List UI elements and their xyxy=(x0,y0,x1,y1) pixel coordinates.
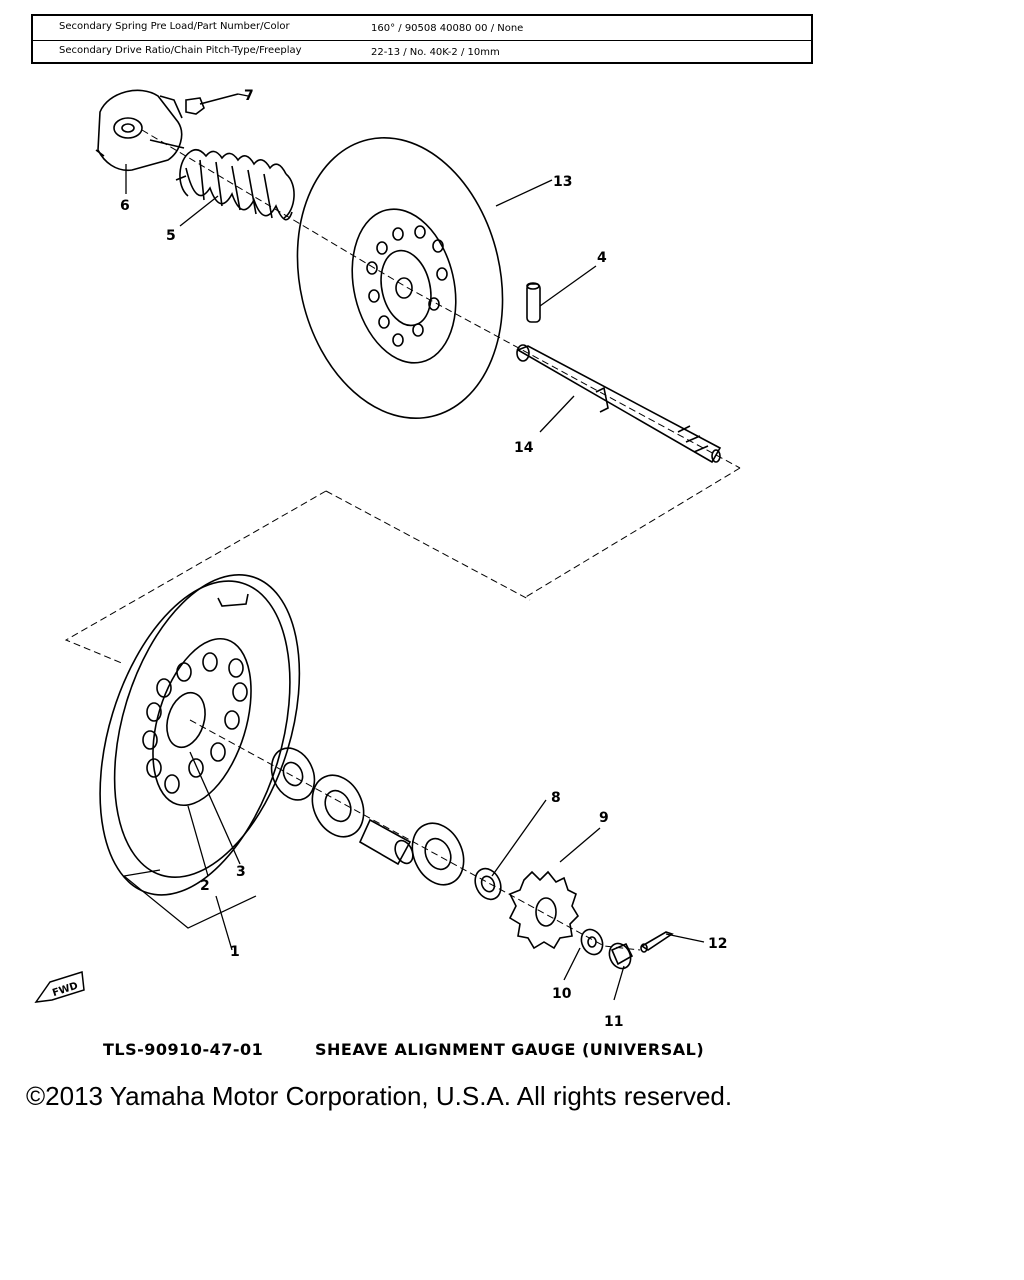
callout-10: 10 xyxy=(552,986,572,1002)
callout-7: 7 xyxy=(244,88,254,104)
spec-label: Secondary Drive Ratio/Chain Pitch-Type/F… xyxy=(59,45,302,56)
leader-lines xyxy=(125,93,705,1001)
coil-spring-part xyxy=(175,148,295,221)
callout-14: 14 xyxy=(514,440,534,456)
spacer-part xyxy=(358,818,414,866)
bearing-part xyxy=(270,747,316,801)
cotter-pin-part xyxy=(640,931,674,953)
tool-number: TLS-90910-47-01 xyxy=(103,1040,264,1059)
callout-4: 4 xyxy=(597,250,607,266)
callout-6: 6 xyxy=(120,198,130,214)
assembly-bracket xyxy=(122,869,257,929)
fitting-part xyxy=(185,93,239,115)
spring-seat-cam-part xyxy=(95,89,185,172)
secondary-sheave-assembly xyxy=(99,574,301,896)
copyright-notice: ©2013 Yamaha Motor Corporation, U.S.A. A… xyxy=(26,1081,733,1111)
large-sheave-disc xyxy=(296,137,504,419)
callout-9: 9 xyxy=(599,810,609,826)
washer-part xyxy=(580,928,604,956)
callout-13: 13 xyxy=(553,174,572,190)
callout-12: 12 xyxy=(708,936,727,952)
sprocket-part xyxy=(508,870,580,950)
fwd-arrow-icon: FWD xyxy=(34,971,85,1003)
alignment-lines xyxy=(64,129,741,951)
callout-1: 1 xyxy=(230,944,240,960)
pin-part xyxy=(526,282,541,323)
bearing-part xyxy=(311,774,365,838)
spec-row-drive-ratio: Secondary Drive Ratio/Chain Pitch-Type/F… xyxy=(33,40,811,64)
bearing-part xyxy=(411,822,465,886)
callout-2: 2 xyxy=(200,878,210,894)
spec-value: 22-13 / No. 40K-2 / 10mm xyxy=(371,47,500,58)
nut-part xyxy=(608,942,634,970)
spec-value: 160° / 90508 40080 00 / None xyxy=(371,23,524,34)
collar-part xyxy=(474,867,502,901)
callout-8: 8 xyxy=(551,790,561,806)
spec-label: Secondary Spring Pre Load/Part Number/Co… xyxy=(59,21,290,32)
callout-11: 11 xyxy=(604,1014,623,1030)
callout-3: 3 xyxy=(236,864,246,880)
spec-row-preload: Secondary Spring Pre Load/Part Number/Co… xyxy=(33,16,811,41)
exploded-parts-diagram: 7 6 5 13 4 14 8 9 3 2 1 12 10 11 FWD xyxy=(34,88,741,1030)
tool-name: SHEAVE ALIGNMENT GAUGE (UNIVERSAL) xyxy=(315,1040,705,1059)
callout-5: 5 xyxy=(166,228,176,244)
spec-table: Secondary Spring Pre Load/Part Number/Co… xyxy=(31,14,813,64)
shaft-part xyxy=(516,344,722,464)
